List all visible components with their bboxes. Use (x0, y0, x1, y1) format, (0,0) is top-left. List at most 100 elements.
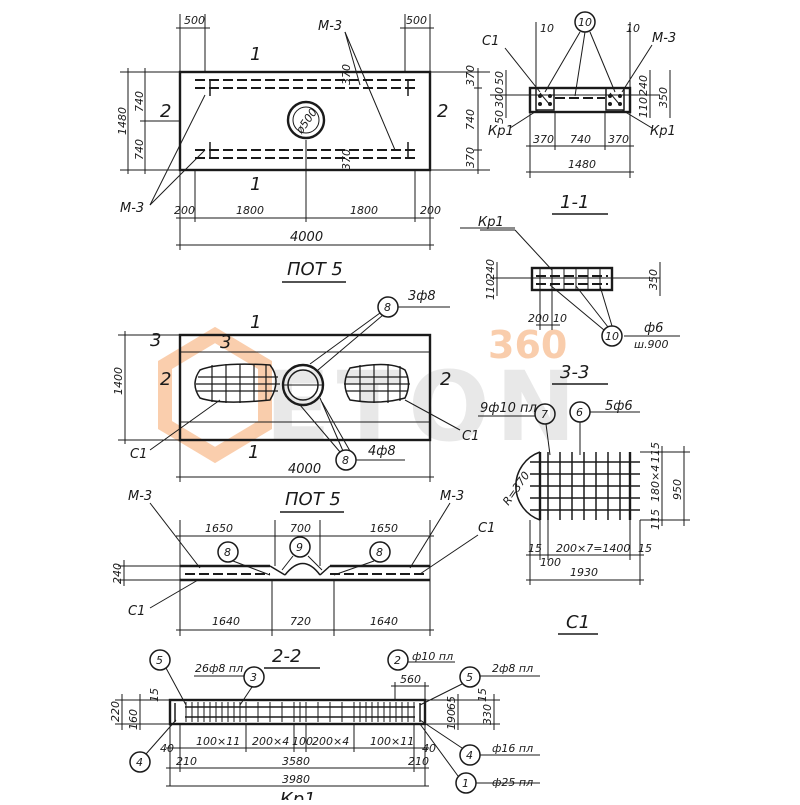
mid-plan-title: ПОТ 5 (285, 489, 341, 510)
overall-dim-4000-top: 4000 (290, 230, 323, 245)
2-2-bot-200x4-left: 200×4 (252, 735, 289, 748)
plan-left-240: 240 (111, 563, 124, 584)
c1-right-950: 950 (671, 479, 684, 500)
bar-4f8: 4ф8 (368, 444, 396, 459)
mid-overall-4000: 4000 (288, 462, 321, 477)
2-2-right-190: 190 (445, 709, 458, 730)
callout-1-text: 1 (462, 777, 469, 790)
1-1-right-110: 110 (637, 97, 650, 118)
3-3-left-240: 240 (484, 259, 497, 280)
section-mark-2-left: 2 (160, 101, 171, 122)
top-plan-title: ПОТ 5 (287, 259, 343, 280)
kr1-label-left: Кр1 (488, 124, 514, 139)
callout-3-text: 3 (250, 671, 257, 684)
2-2-right-330: 330 (481, 704, 494, 725)
m3-label-1-1: M-3 (652, 31, 676, 46)
c1-right-115-top: 115 (649, 442, 662, 463)
2-2-top-560: 560 (400, 673, 421, 686)
callout-8-bottom-text: 8 (342, 454, 349, 467)
callout-7-text: 7 (541, 408, 548, 421)
callout-5-left-text: 5 (156, 654, 163, 667)
small-10-right: 10 (626, 22, 640, 35)
inner-dim-370-b: 370 (340, 149, 353, 170)
callout-5-right (459, 666, 481, 688)
c1-bottom-15-left: 15 (528, 542, 542, 555)
callout-8-plan-left-text: 8 (224, 546, 231, 559)
callout-7 (534, 403, 556, 425)
plan-top-1650-left: 1650 (205, 522, 233, 535)
section-plan: M-3 M-3 C1 C1 8 9 8 1650 700 1650 1640 7… (111, 489, 495, 636)
plan-bottom-1640-right: 1640 (370, 615, 398, 628)
3-3-right-350: 350 (647, 269, 660, 290)
2-2-bot-200x4-right: 200×4 (312, 735, 349, 748)
mid-left-1400: 1400 (112, 367, 125, 395)
1-1-bottom-740: 740 (570, 133, 591, 146)
callout-2 (387, 649, 409, 671)
2-2-left-220: 220 (109, 701, 122, 722)
bars-f16: ф16 пл (492, 742, 533, 755)
top-plan-hole (286, 100, 326, 140)
callout-8-plan-left (217, 541, 239, 563)
bar-f6-3-3: ф6 (644, 321, 663, 336)
plan-top-1650-right: 1650 (370, 522, 398, 535)
2-2-overall-3980: 3980 (282, 773, 310, 786)
2-2-left-160: 160 (127, 709, 140, 730)
mid-mark-2-left: 2 (160, 369, 171, 390)
c1-overall-1930: 1930 (570, 566, 598, 579)
bars-5f6: 5ф6 (605, 399, 633, 414)
c1-bottom-100: 100 (540, 556, 561, 569)
callout-8-top-text: 8 (384, 301, 391, 314)
callout-6-text: 6 (576, 406, 583, 419)
section-mark-1-top: 1 (250, 44, 261, 65)
1-1-bottom-370-b: 370 (608, 133, 629, 146)
step-900-3-3: ш.900 (634, 338, 669, 351)
callout-4-left (129, 751, 151, 773)
c1-label-plan-right: C1 (478, 521, 495, 536)
bars-9f10: 9ф10 пл (480, 401, 537, 416)
2-2-bot2-210-right: 210 (408, 755, 429, 768)
1-1-overall: 1480 (568, 158, 596, 171)
1-1-right-350: 350 (657, 87, 670, 108)
2-2-bot2-210-left: 210 (176, 755, 197, 768)
mid-mark-1-bottom: 1 (248, 442, 259, 463)
section-3-3-title: 3-3 (560, 362, 589, 383)
callout-5-left (149, 649, 171, 671)
mid-mark-3-inner: 3 (220, 332, 231, 353)
bottom-dim-200-left: 200 (174, 204, 195, 217)
c1-bottom-1400: 200×7=1400 (556, 542, 630, 555)
bars-f10: ф10 пл (412, 650, 453, 663)
mesh-c1-arc (515, 451, 541, 521)
callout-3 (243, 666, 265, 688)
2-2-bot2-3580: 3580 (282, 755, 310, 768)
plan-bottom-720: 720 (290, 615, 311, 628)
kr1-label-3-3: Кр1 (478, 215, 504, 230)
callout-10-top-text: 10 (578, 16, 592, 29)
section-2-2-outline (168, 698, 427, 726)
callout-10-3-3-text: 10 (605, 330, 619, 343)
callout-2-text: 2 (394, 654, 401, 667)
2-2-right-15: 15 (476, 688, 489, 702)
c1-right-115-bottom: 115 (649, 509, 662, 530)
section-mark-1-bottom: 1 (250, 174, 261, 195)
right-dim-370-a: 370 (464, 65, 477, 86)
section-1-1: 10 C1 M-3 Кр1 Кр1 10 10 50 300 50 240 11… (482, 11, 676, 215)
inner-dim-370-a: 370 (340, 64, 353, 85)
section-3-3-outline (530, 266, 614, 292)
top-plan: ø500 500 500 M-3 M-3 1 1 2 2 1480 740 74… (116, 14, 490, 283)
right-dim-740: 740 (464, 109, 477, 130)
watermark-line1: 360 (488, 323, 567, 367)
callout-8-plan-right-text: 8 (376, 546, 383, 559)
mid-mesh-left (194, 363, 280, 403)
section-mark-2-right: 2 (437, 101, 448, 122)
left-dim-740-b: 740 (133, 139, 146, 160)
m3-label-plan-left: M-3 (128, 489, 152, 504)
mid-mark-2-right: 2 (440, 369, 451, 390)
callout-5-right-text: 5 (466, 671, 473, 684)
plan-top-700: 700 (290, 522, 311, 535)
mid-plan-outline (178, 333, 432, 442)
callout-8-plan-right (369, 541, 391, 563)
bars-2f8: 2ф8 пл (492, 662, 533, 675)
mid-mark-1-top: 1 (250, 312, 261, 333)
